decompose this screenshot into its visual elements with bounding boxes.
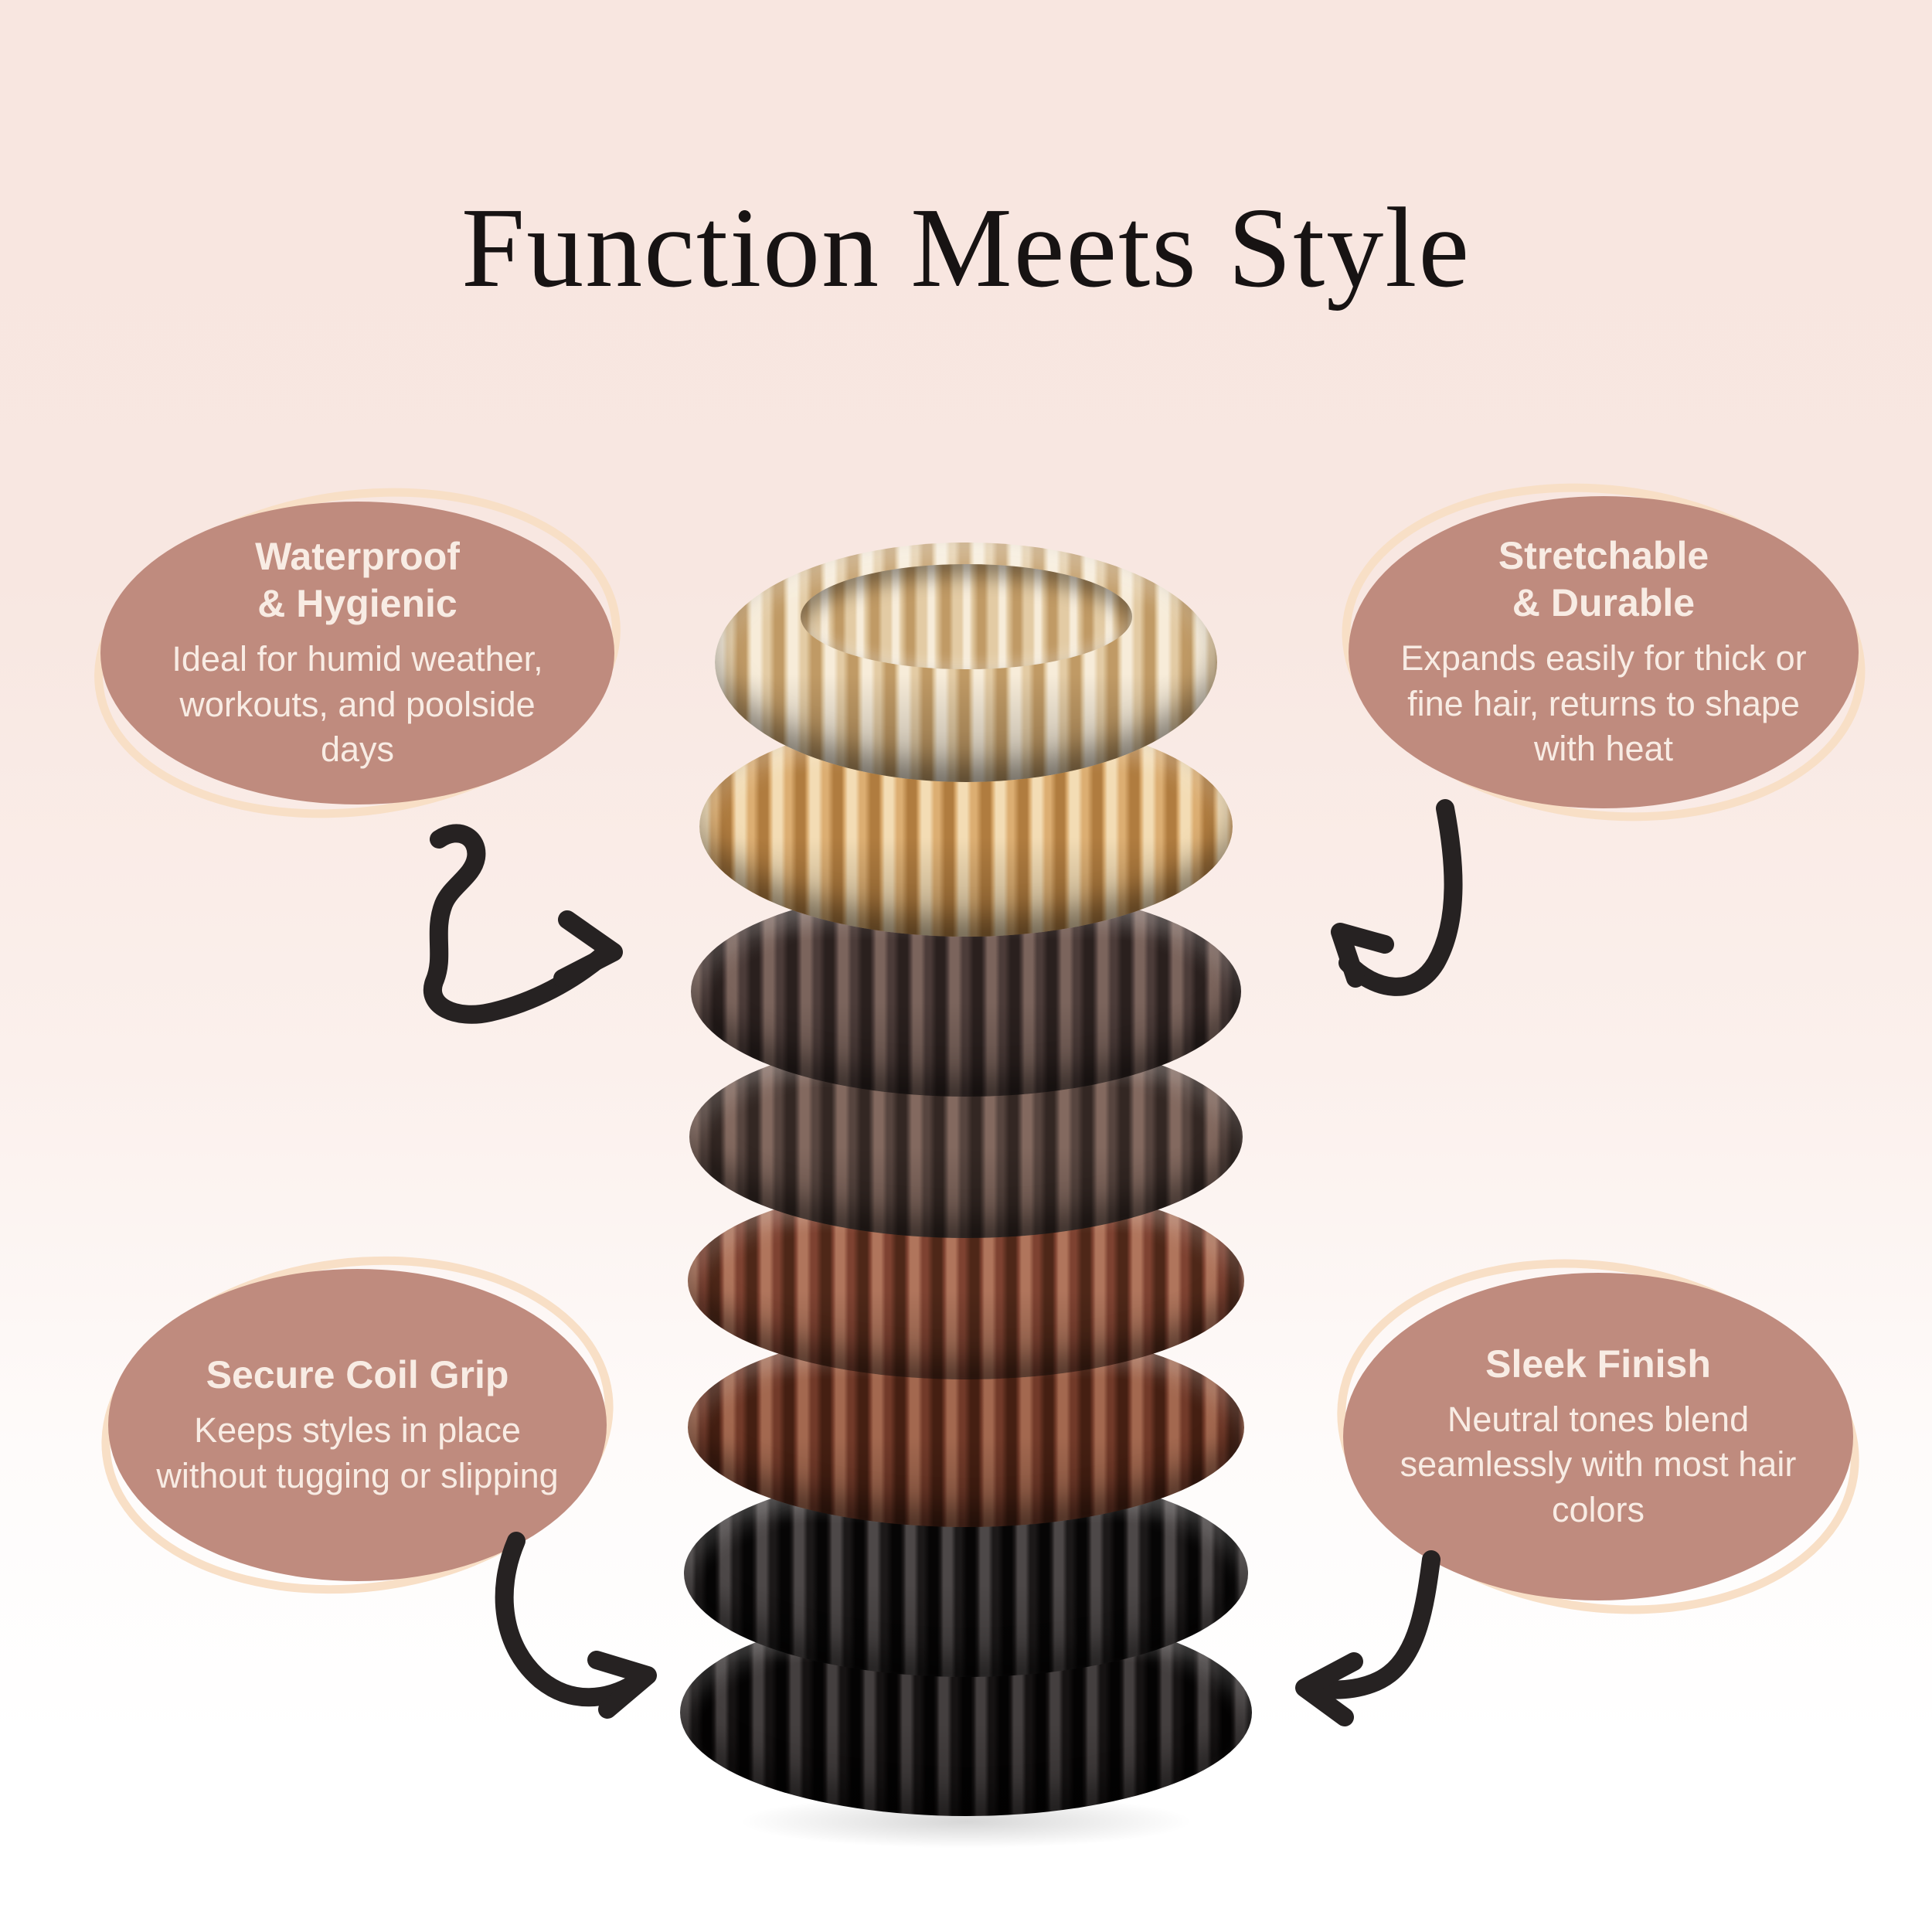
bubble-background bbox=[1349, 496, 1859, 808]
bubble-heading-line1: Sleek Finish bbox=[1485, 1342, 1711, 1386]
bubble-body: Neutral tones blend seamlessly with most… bbox=[1400, 1399, 1797, 1529]
bubble-content: Secure Coil Grip Keeps styles in place w… bbox=[108, 1269, 607, 1581]
feature-bubble-waterproof: Waterproof & Hygienic Ideal for humid we… bbox=[73, 455, 642, 851]
hair-tie-stack bbox=[676, 535, 1256, 1849]
bubble-body: Expands easily for thick or fine hair, r… bbox=[1400, 638, 1807, 769]
arrowhead-right-icon bbox=[553, 910, 623, 988]
feature-bubble-secure-grip: Secure Coil Grip Keeps styles in place w… bbox=[82, 1228, 633, 1622]
bubble-heading-line1: Waterproof bbox=[255, 535, 460, 579]
bubble-background bbox=[1343, 1273, 1853, 1600]
bubble-heading-line1: Secure Coil Grip bbox=[206, 1353, 509, 1396]
bubble-heading: Sleek Finish bbox=[1485, 1341, 1711, 1388]
hair-tie-champagne-clear bbox=[715, 543, 1217, 782]
curved-arrow-top-right bbox=[1331, 799, 1463, 996]
bubble-heading: Stretchable & Durable bbox=[1498, 532, 1709, 627]
bubble-body: Ideal for humid weather, workouts, and p… bbox=[172, 639, 543, 770]
curved-arrow-top-left bbox=[423, 824, 623, 1024]
arrowhead-upleft-icon bbox=[1331, 923, 1394, 988]
page-title: Function Meets Style bbox=[461, 185, 1471, 312]
arrowhead-left-icon bbox=[1295, 1652, 1363, 1726]
feature-bubble-sleek-finish: Sleek Finish Neutral tones blend seamles… bbox=[1311, 1223, 1886, 1651]
bubble-heading-line2: & Durable bbox=[1512, 581, 1696, 625]
bubble-heading-line2: & Hygienic bbox=[257, 582, 457, 626]
bubble-content: Waterproof & Hygienic Ideal for humid we… bbox=[100, 502, 614, 804]
bubble-heading: Secure Coil Grip bbox=[206, 1352, 509, 1399]
bubble-content: Stretchable & Durable Expands easily for… bbox=[1349, 496, 1859, 808]
bubble-background bbox=[100, 502, 614, 804]
bubble-body: Keeps styles in place without tugging or… bbox=[156, 1410, 559, 1495]
bubble-content: Sleek Finish Neutral tones blend seamles… bbox=[1343, 1273, 1853, 1600]
bubble-heading-line1: Stretchable bbox=[1498, 534, 1709, 578]
bubble-background bbox=[108, 1269, 607, 1581]
bubble-heading: Waterproof & Hygienic bbox=[255, 533, 460, 628]
feature-bubble-stretchable: Stretchable & Durable Expands easily for… bbox=[1322, 454, 1885, 850]
arrowhead-right-icon bbox=[587, 1651, 657, 1719]
